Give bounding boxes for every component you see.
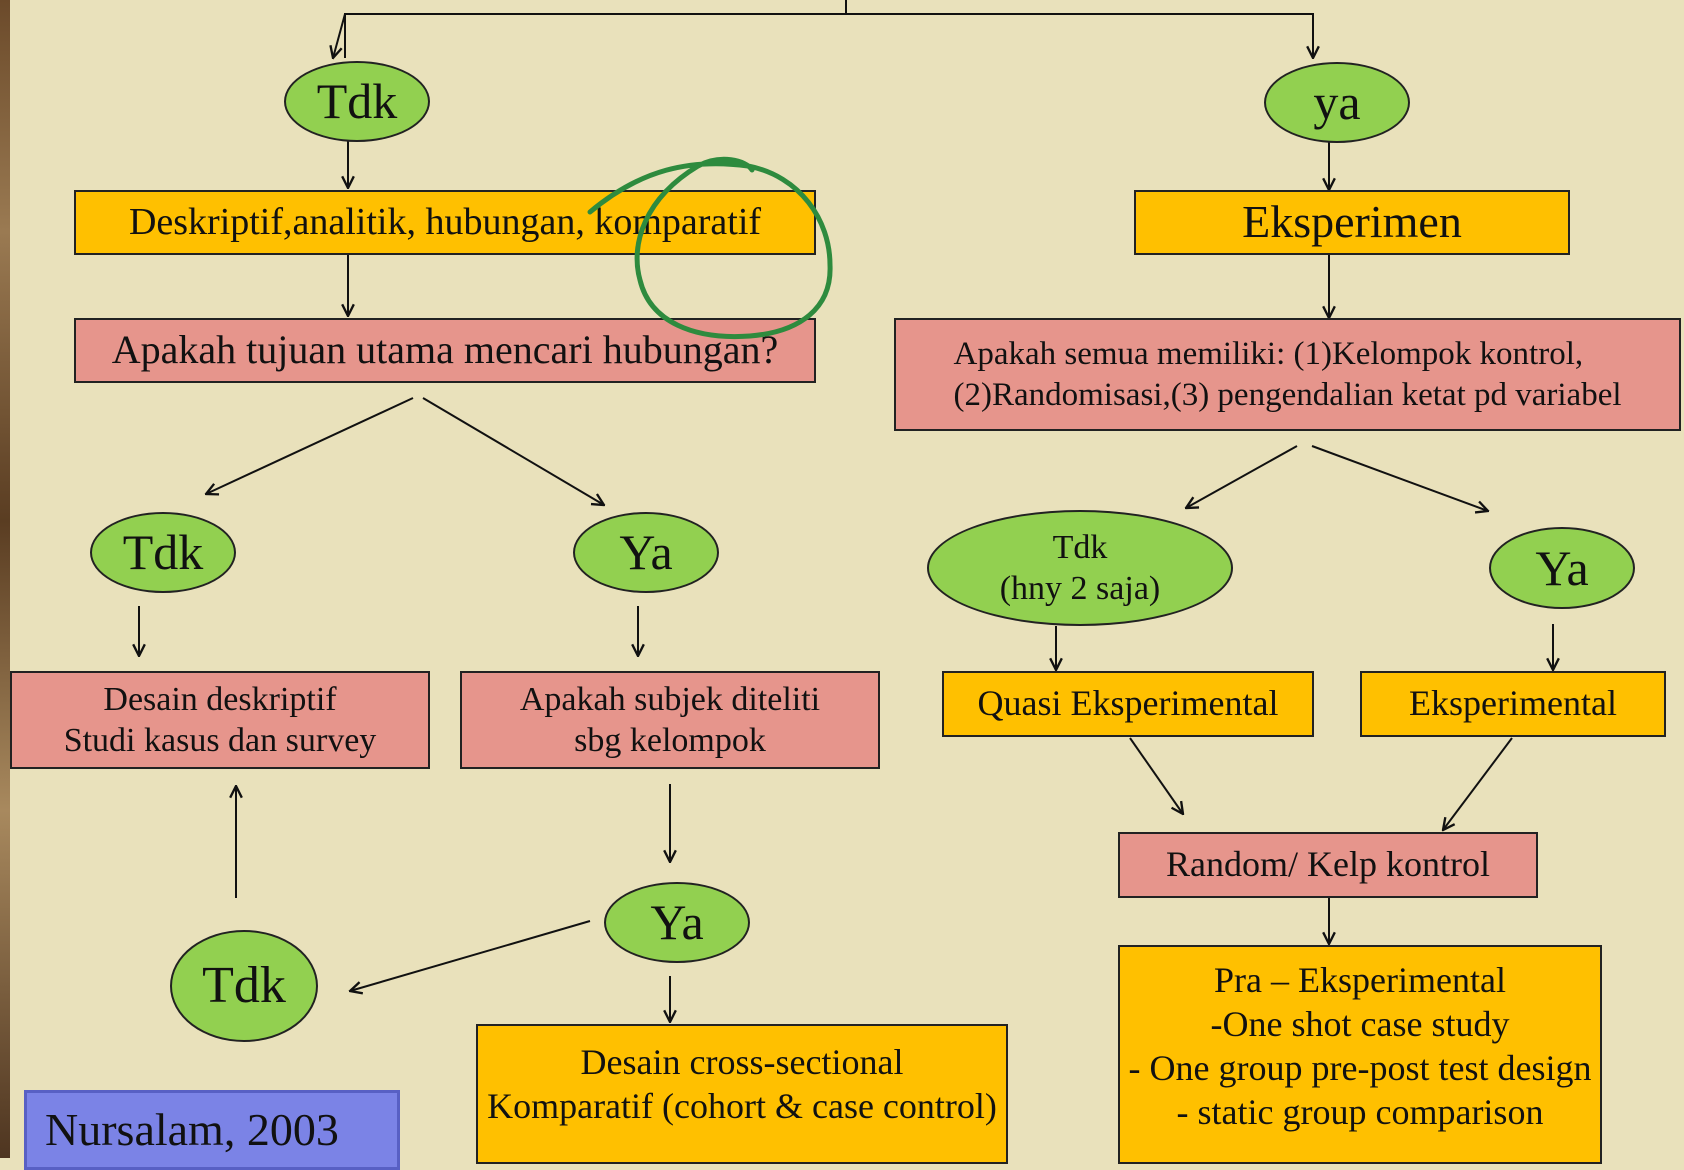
oval-ya-mid: Ya (573, 512, 719, 593)
box-pra-eksperimental-label: Pra – Eksperimental -One shot case study… (1128, 960, 1592, 1132)
arrow-hubungan-to-tdk (206, 397, 414, 494)
box-deskriptif-label: Deskriptif,analitik, hubungan, komparati… (128, 201, 762, 244)
reference-box: Nursalam, 2003 (24, 1090, 400, 1170)
box-subjek-diteliti: Apakah subjek diteliti sbg kelompok (460, 671, 880, 769)
box-tujuan-hubungan-label: Apakah tujuan utama mencari hubungan? (111, 327, 779, 373)
oval-ya-lower-label: Ya (650, 894, 704, 950)
box-quasi-eksperimental-label: Quasi Eksperimental (977, 683, 1279, 724)
oval-tdk-left-label: Tdk (122, 524, 204, 580)
arrow-ya-to-tdk (350, 920, 591, 991)
oval-ya-lower: Ya (604, 882, 750, 963)
box-random-kelp-kontrol: Random/ Kelp kontrol (1118, 832, 1538, 898)
arrow-semua-to-ya (1311, 445, 1488, 511)
box-eksperimen: Eksperimen (1134, 190, 1570, 255)
box-semua-memiliki-label: Apakah semua memiliki: (1)Kelompok kontr… (953, 336, 1622, 413)
reference-label: Nursalam, 2003 (45, 1103, 339, 1155)
left-photo-strip (0, 0, 10, 1158)
box-semua-memiliki: Apakah semua memiliki: (1)Kelompok kontr… (894, 318, 1681, 431)
oval-tdk-lower-label: Tdk (202, 957, 286, 1015)
oval-ya-right-label: Ya (1535, 539, 1589, 596)
box-deskriptif: Deskriptif,analitik, hubungan, komparati… (74, 190, 816, 255)
arrow-eksperimental-to-random (1443, 737, 1513, 830)
oval-ya-top-label: ya (1313, 74, 1361, 130)
oval-tdk-left: Tdk (90, 512, 236, 593)
top-branch-line (344, 13, 1313, 58)
box-eksperimental-label: Eksperimental (1409, 683, 1617, 724)
oval-tdk-hny: Tdk (hny 2 saja) (927, 510, 1233, 626)
box-desain-deskriptif-label: Desain deskriptif Studi kasus dan survey (63, 680, 377, 759)
box-random-kelp-kontrol-label: Random/ Kelp kontrol (1166, 844, 1490, 885)
box-desain-deskriptif: Desain deskriptif Studi kasus dan survey (10, 671, 430, 769)
arrow-hubungan-to-ya (422, 397, 604, 505)
oval-ya-top: ya (1264, 62, 1410, 143)
box-eksperimental: Eksperimental (1360, 671, 1666, 737)
oval-ya-right: Ya (1489, 527, 1635, 609)
box-quasi-eksperimental: Quasi Eksperimental (942, 671, 1314, 737)
oval-tdk-top: Tdk (284, 61, 430, 142)
box-pra-eksperimental: Pra – Eksperimental -One shot case study… (1118, 945, 1602, 1164)
box-cross-sectional: Desain cross-sectional Komparatif (cohor… (476, 1024, 1008, 1164)
box-eksperimen-label: Eksperimen (1242, 196, 1462, 248)
arrow-quasi-to-random (1129, 737, 1183, 814)
oval-tdk-lower: Tdk (170, 930, 318, 1042)
arrow-semua-to-tdk (1186, 445, 1298, 508)
oval-ya-mid-label: Ya (619, 524, 673, 580)
box-cross-sectional-label: Desain cross-sectional Komparatif (cohor… (487, 1042, 997, 1126)
oval-tdk-top-label: Tdk (316, 73, 398, 129)
oval-tdk-hny-label: Tdk (hny 2 saja) (999, 528, 1161, 607)
box-subjek-diteliti-label: Apakah subjek diteliti sbg kelompok (519, 680, 821, 759)
